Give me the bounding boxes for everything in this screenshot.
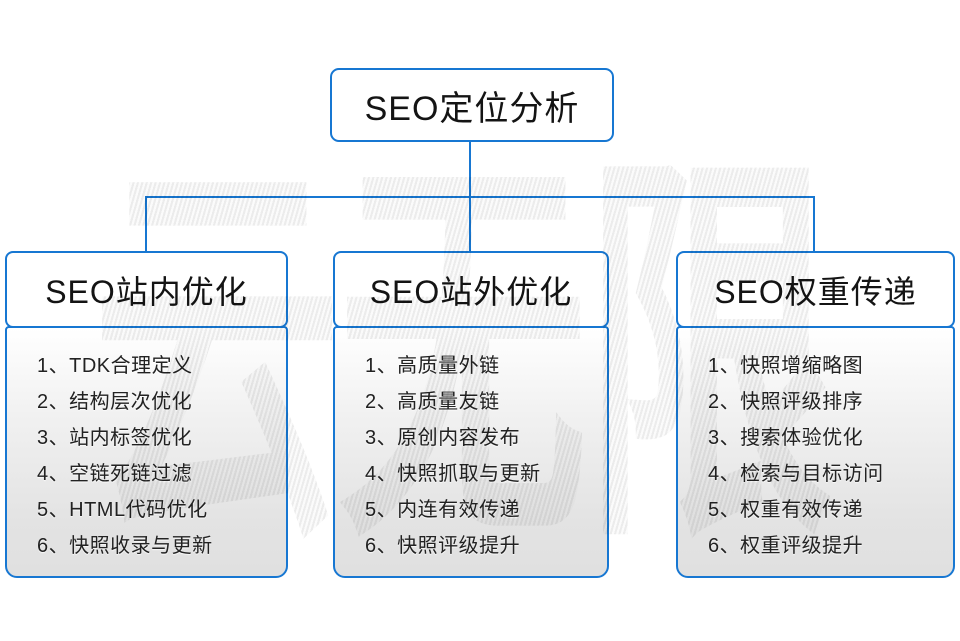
branch-header-onsite-optimization: SEO站内优化	[5, 251, 288, 328]
root-node-label: SEO定位分析	[364, 89, 580, 128]
connector-horizontal-bar	[145, 196, 815, 198]
list-item: 5、HTML代码优化	[37, 499, 208, 521]
connector-root-stem	[469, 138, 471, 196]
list-item: 2、快照评级排序	[708, 391, 864, 413]
list-item: 1、快照增缩略图	[708, 355, 864, 377]
branch-panel-onsite-optimization: 1、TDK合理定义 2、结构层次优化 3、站内标签优化 4、空链死链过滤 5、H…	[5, 326, 288, 578]
list-item: 3、站内标签优化	[37, 427, 193, 449]
list-item: 3、原创内容发布	[365, 427, 521, 449]
branch-panel-offsite-optimization: 1、高质量外链 2、高质量友链 3、原创内容发布 4、快照抓取与更新 5、内连有…	[333, 326, 609, 578]
root-node-seo-positioning-analysis: SEO定位分析	[330, 68, 614, 142]
branch-panel-weight-transfer: 1、快照增缩略图 2、快照评级排序 3、搜索体验优化 4、检索与目标访问 5、权…	[676, 326, 955, 578]
list-item: 6、快照评级提升	[365, 535, 521, 557]
connector-drop-branch-2	[469, 196, 471, 251]
branch-header-weight-transfer: SEO权重传递	[676, 251, 955, 328]
list-item: 5、权重有效传递	[708, 499, 864, 521]
list-item: 4、快照抓取与更新	[365, 463, 541, 485]
branch-header-offsite-optimization: SEO站外优化	[333, 251, 609, 328]
list-item: 1、TDK合理定义	[37, 355, 193, 377]
list-item: 1、高质量外链	[365, 355, 500, 377]
branch-title: SEO站外优化	[369, 273, 573, 310]
list-item: 5、内连有效传递	[365, 499, 521, 521]
list-item: 6、快照收录与更新	[37, 535, 213, 557]
branch-title: SEO权重传递	[714, 273, 917, 310]
list-item: 3、搜索体验优化	[708, 427, 864, 449]
connector-drop-branch-1	[145, 196, 147, 251]
list-item: 4、空链死链过滤	[37, 463, 193, 485]
list-item: 2、结构层次优化	[37, 391, 193, 413]
connector-drop-branch-3	[813, 196, 815, 251]
list-item: 4、检索与目标访问	[708, 463, 884, 485]
branch-title: SEO站内优化	[45, 273, 248, 310]
list-item: 6、权重评级提升	[708, 535, 864, 557]
list-item: 2、高质量友链	[365, 391, 500, 413]
